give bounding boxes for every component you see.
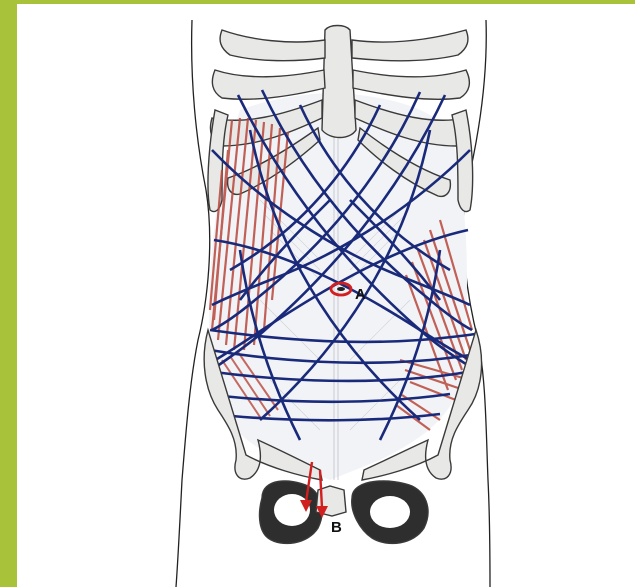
label-a: A	[355, 286, 366, 303]
label-c: C	[286, 493, 297, 510]
rib-2-right	[353, 70, 469, 99]
rib-1-left	[220, 30, 325, 61]
label-b: B	[331, 519, 342, 536]
rib-1-right	[352, 30, 468, 61]
sternum	[322, 26, 356, 138]
